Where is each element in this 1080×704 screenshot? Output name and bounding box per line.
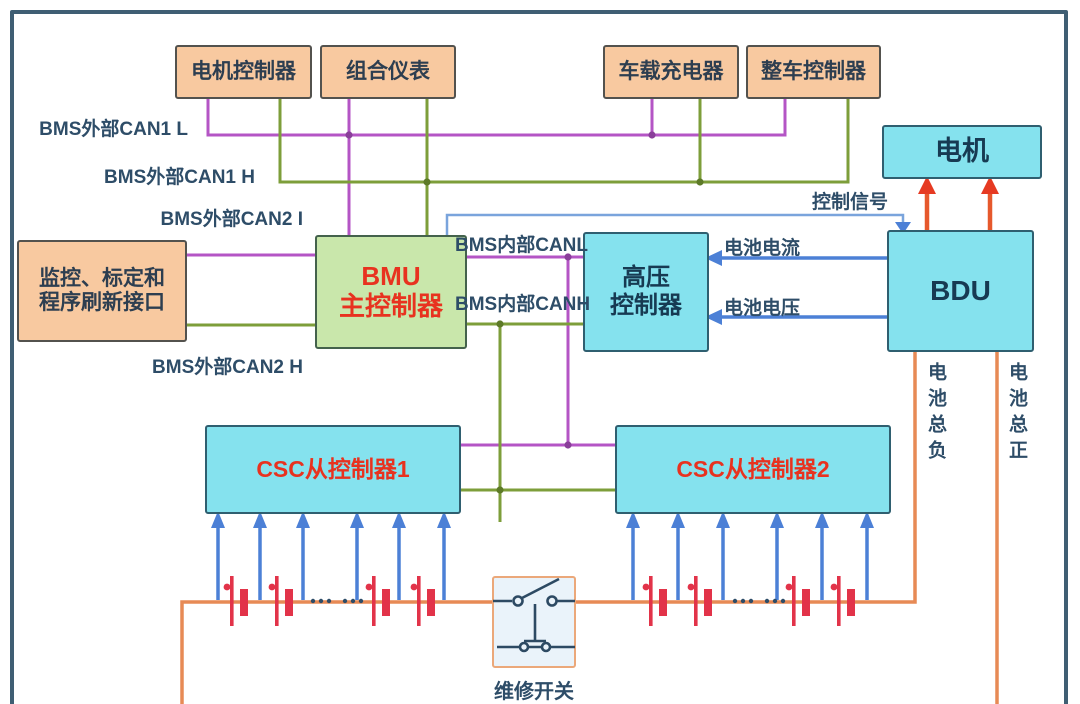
- control-signal-wire: [445, 213, 911, 235]
- internal-canh-label: BMS内部CANH: [455, 294, 591, 315]
- can2-h-label: BMS外部CAN2 H: [152, 357, 303, 378]
- vehicle-controller-box: 整车控制器: [746, 45, 881, 99]
- can1-l-wire: [206, 95, 787, 235]
- can1-l-label: BMS外部CAN1 L: [39, 119, 188, 140]
- vehicle-controller-label: 整车控制器: [761, 59, 866, 83]
- csc1-box: CSC从控制器1: [205, 425, 461, 514]
- control-signal-label: 控制信号: [811, 192, 888, 213]
- csc1-label: CSC从控制器1: [256, 456, 410, 483]
- service-switch-label: 维修开关: [494, 681, 574, 703]
- motor-phase-arrows: [918, 176, 999, 230]
- battery-voltage-label: 电池电压: [723, 298, 800, 319]
- battery-cells: [223, 576, 855, 626]
- bmu-label-line2: 主控制器: [338, 291, 443, 321]
- motor-label: 电机: [935, 136, 989, 167]
- cell-ellipsis-dots: [310, 598, 786, 604]
- internal-canl-wire: [457, 255, 615, 447]
- service-switch-symbol: [492, 576, 576, 668]
- cell-sense-arrows: [211, 511, 874, 600]
- instrument-cluster-box: 组合仪表: [320, 45, 456, 99]
- battery-current-arrow: [705, 250, 887, 266]
- diagram-border: [10, 10, 1068, 704]
- hv-controller-line2: 控制器: [610, 292, 682, 319]
- bmu-label-line1: BMU: [361, 261, 421, 292]
- internal-canl-label: BMS内部CANL: [455, 235, 588, 256]
- bmu-box: BMU 主控制器: [315, 235, 467, 349]
- can1-h-wire: [278, 95, 850, 235]
- hv-controller-line1: 高压: [622, 264, 670, 292]
- monitor-interface-box: 监控、标定和 程序刷新接口: [17, 240, 187, 342]
- motor-controller-box: 电机控制器: [175, 45, 312, 99]
- internal-canh-wire: [457, 322, 615, 522]
- battery-voltage-arrow: [705, 309, 887, 325]
- motor-controller-label: 电机控制器: [191, 59, 296, 83]
- motor-box: 电机: [882, 125, 1042, 179]
- onboard-charger-label: 车载充电器: [618, 59, 724, 83]
- battery-total-positive-label: 电池总正: [1006, 362, 1027, 466]
- battery-total-negative-label: 电池总负: [925, 362, 946, 466]
- bdu-label: BDU: [930, 274, 991, 306]
- instrument-cluster-label: 组合仪表: [346, 59, 430, 83]
- can2-l-label: BMS外部CAN2 I: [160, 209, 303, 230]
- can1-h-label: BMS外部CAN1 H: [104, 167, 255, 188]
- onboard-charger-box: 车载充电器: [603, 45, 739, 99]
- monitor-interface-line2: 程序刷新接口: [39, 291, 165, 314]
- hv-controller-box: 高压 控制器: [583, 232, 709, 352]
- csc2-label: CSC从控制器2: [676, 456, 830, 483]
- csc2-box: CSC从控制器2: [615, 425, 891, 514]
- battery-current-label: 电池电流: [723, 238, 800, 259]
- junction-dots: [345, 131, 704, 494]
- bdu-box: BDU: [887, 230, 1034, 352]
- monitor-interface-line1: 监控、标定和: [39, 266, 165, 290]
